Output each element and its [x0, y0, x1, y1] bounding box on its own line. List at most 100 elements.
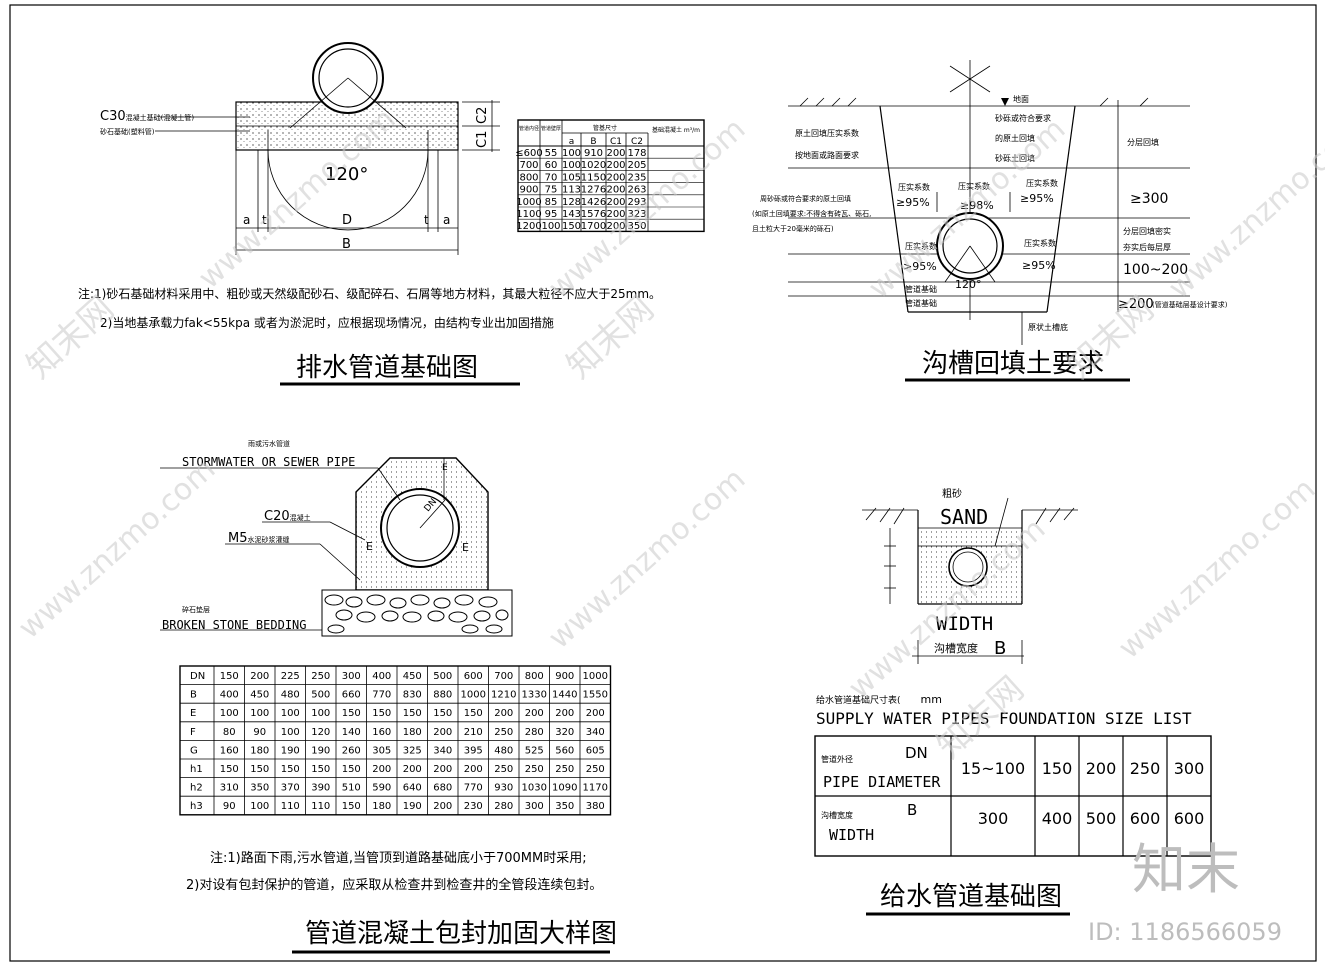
concrete-table-cell: 260 — [342, 745, 361, 756]
concrete-table-cell: 250 — [525, 764, 544, 775]
backfill-dim-200-note: (管道基础层基设计要求) — [1152, 300, 1228, 309]
concrete-table-cell: 100 — [311, 708, 330, 719]
drainage-table-header: a — [569, 137, 575, 147]
drainage-table-header: C1 — [610, 137, 622, 147]
backfill-right-1: 分层回填 — [1127, 137, 1159, 147]
concrete-table-rowhead: B — [190, 690, 197, 701]
concrete-table-cell: 150 — [342, 764, 361, 775]
concrete-table-cell: 200 — [464, 764, 483, 775]
drainage-foundation-drawing: C30混凝土基础(混凝土管) 砂石基础(塑料管) C1 C2 120° a t … — [100, 42, 500, 255]
dim-t-right: t — [424, 213, 429, 227]
concrete-table-cell: 150 — [220, 671, 239, 682]
drainage-table-header: 管道壁厚 — [541, 125, 561, 132]
concrete-table-cell: 210 — [464, 727, 483, 738]
concrete-table-cell: 150 — [281, 764, 300, 775]
concrete-table-cell: 180 — [250, 745, 269, 756]
watermark-brand: 知末网 — [19, 289, 122, 387]
drainage-table-cell: 200 — [606, 221, 625, 232]
label-e-right: E — [462, 541, 469, 554]
backfill-leftnote-3: 且土粒大于20毫米的砾石) — [752, 224, 834, 233]
drainage-table-header: 基础混凝土 m³/m — [652, 126, 700, 134]
concrete-table-cell: 800 — [525, 671, 544, 682]
concrete-table-cell: 180 — [403, 727, 422, 738]
concrete-table-cell: 450 — [403, 671, 422, 682]
label-width-cn: 沟槽宽度 — [934, 641, 978, 655]
drainage-table-cell: 1576 — [581, 209, 606, 220]
concrete-table-cell: 1000 — [461, 690, 486, 701]
watermark-id: ID: 1186566059 — [1088, 918, 1282, 946]
watermark-brand: 知末网 — [1059, 289, 1162, 387]
concrete-table-cell: 1440 — [552, 690, 577, 701]
k-95g: 压实系数 — [1024, 238, 1056, 248]
drainage-table-cell: 800 — [519, 172, 538, 183]
supply-row1-cn: 管道外径 — [821, 754, 853, 764]
label-e-left: E — [366, 540, 373, 553]
backfill-angle: 120° — [955, 278, 982, 291]
concrete-table-cell: 1030 — [522, 783, 547, 794]
drainage-table-cell: 1276 — [581, 185, 606, 196]
concrete-table-rowhead: h3 — [190, 801, 203, 812]
drainage-table-cell: 113 — [562, 185, 581, 196]
concrete-table-cell: 1550 — [583, 690, 608, 701]
concrete-table-cell: 150 — [342, 708, 361, 719]
concrete-table-cell: 200 — [525, 708, 544, 719]
concrete-table-cell: 160 — [220, 745, 239, 756]
concrete-table-cell: 200 — [250, 671, 269, 682]
supply-dn-cell: 15~100 — [961, 759, 1025, 778]
supply-pipe — [948, 547, 988, 587]
concrete-table-cell: 400 — [372, 671, 391, 682]
k-95d: ≥95% — [1020, 192, 1054, 205]
backfill-title: 沟槽回填土要求 — [922, 349, 1104, 379]
concrete-table-cell: 325 — [403, 745, 422, 756]
concrete-table-cell: 150 — [220, 764, 239, 775]
concrete-table-rowhead: h2 — [190, 783, 203, 794]
drainage-table-cell: 293 — [627, 197, 646, 208]
drainage-table-cell: 323 — [627, 209, 646, 220]
concrete-table-cell: 150 — [311, 764, 330, 775]
k-98a: 压实系数 — [958, 181, 990, 191]
sheet-border — [9, 4, 1317, 962]
concrete-table-cell: 110 — [311, 801, 330, 812]
drainage-note-1: 注:1)砂石基础材料采用中、粗砂或天然级配砂石、级配碎石、石屑等地方材料，其最大… — [78, 286, 661, 301]
concrete-table-cell: 100 — [250, 708, 269, 719]
backfill-bottom: 原状土槽底 — [1028, 322, 1068, 332]
concrete-table-cell: 400 — [220, 690, 239, 701]
concrete-table-cell: 90 — [223, 801, 236, 812]
supply-b-cell: 600 — [1174, 809, 1205, 828]
concrete-table-cell: 200 — [494, 708, 513, 719]
concrete-table-cell: 280 — [525, 727, 544, 738]
backfill-dim-200: ≥200 — [1118, 297, 1154, 312]
drainage-table-cell: 700 — [519, 160, 538, 171]
supply-row2-sym: B — [907, 801, 917, 819]
concrete-table-cell: 930 — [494, 783, 513, 794]
concrete-labels: 雨或污水管道 STORMWATER OR SEWER PIPE C20混凝土 M… — [162, 439, 469, 632]
label-stone-cn: 碎石垫层 — [182, 605, 210, 614]
drainage-table-cell: 85 — [545, 197, 558, 208]
concrete-table-cell: 1000 — [583, 671, 608, 682]
concrete-table-cell: 1330 — [522, 690, 547, 701]
drainage-table-cell: 1020 — [581, 160, 606, 171]
label-c1: C1 — [475, 131, 490, 148]
concrete-table-cell: 100 — [281, 727, 300, 738]
watermark-site: www.znzmo.com — [12, 452, 222, 646]
concrete-table-cell: 480 — [281, 690, 300, 701]
label-sand-base: 砂石基础(塑料管) — [100, 127, 155, 136]
concrete-table-cell: 1090 — [552, 783, 577, 794]
supply-row1-en: PIPE DIAMETER — [823, 773, 941, 791]
drainage-table-cell: 200 — [606, 185, 625, 196]
concrete-table-rowhead: G — [190, 745, 198, 756]
drainage-table-cell: 1700 — [581, 221, 606, 232]
supply-foundation-drawing — [862, 497, 1078, 664]
concrete-table-cell: 300 — [342, 671, 361, 682]
backfill-mid-3: 砂砾土回填 — [995, 153, 1035, 163]
watermark-site: www.znzmo.com — [1112, 472, 1322, 666]
drainage-table-cell: 900 — [519, 185, 538, 196]
drainage-table-cell: 70 — [545, 172, 558, 183]
concrete-table-cell: 340 — [586, 727, 605, 738]
drainage-table-cell: 75 — [545, 185, 558, 196]
concrete-table-cell: 320 — [555, 727, 574, 738]
drainage-table-cell: 128 — [562, 197, 581, 208]
concrete-table-cell: 605 — [586, 745, 605, 756]
supply-b-cell: 300 — [978, 809, 1009, 828]
drainage-table-cell: 100 — [541, 221, 560, 232]
